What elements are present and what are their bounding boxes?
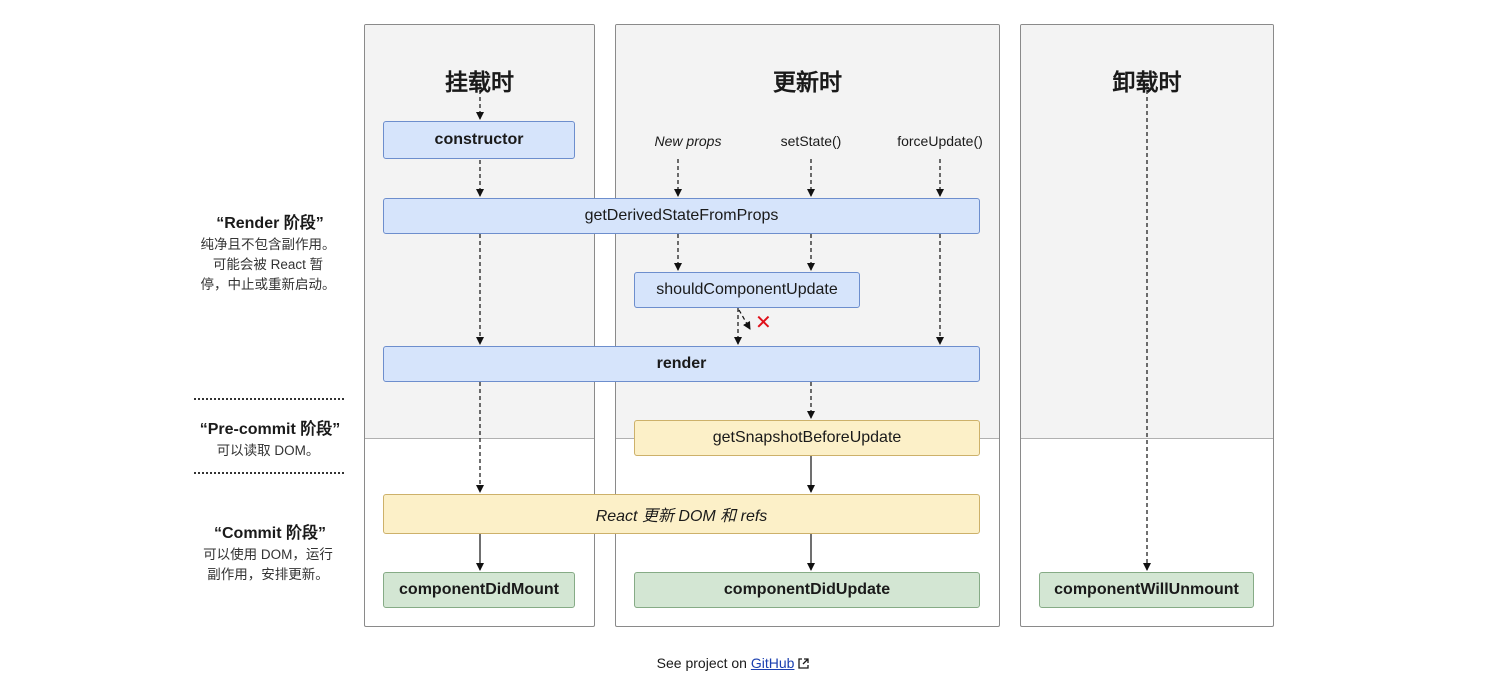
trigger-new-props: New props: [654, 133, 722, 149]
render-phase-desc-line-2: 可能会被 React 暂: [212, 257, 324, 272]
trigger-force-update: forceUpdate(): [897, 133, 983, 149]
update-column-title: 更新时: [773, 69, 842, 95]
render-phase-desc-line-1: 纯净且不包含副作用。: [200, 237, 336, 252]
github-link[interactable]: GitHub: [750, 655, 795, 671]
component-will-unmount-box: componentWillUnmount: [1039, 572, 1254, 608]
component-did-update-box: componentDidUpdate: [634, 572, 980, 608]
constructor-box: constructor: [383, 121, 575, 159]
render-phase-title: “Render 阶段”: [216, 215, 324, 232]
render-box: render: [383, 346, 980, 382]
component-did-mount-box: componentDidMount: [383, 572, 575, 608]
phase-divider-top: [194, 398, 344, 400]
react-update-dom-box: React 更新 DOM 和 refs: [383, 494, 980, 534]
arrow-scu-cancel: [738, 309, 751, 330]
commit-phase-desc-line-2: 副作用，安排更新。: [207, 567, 329, 582]
commit-phase-title: “Commit 阶段”: [213, 525, 326, 542]
render-phase-desc-line-3: 停，中止或重新启动。: [200, 277, 336, 292]
get-derived-state-from-props-box: getDerivedStateFromProps: [383, 198, 980, 234]
trigger-set-state: setState(): [780, 133, 842, 149]
phase-divider-bottom: [194, 472, 344, 474]
external-link-icon: [798, 656, 809, 672]
get-snapshot-before-update-box: getSnapshotBeforeUpdate: [634, 420, 980, 456]
footer: See project on GitHub: [0, 655, 1466, 672]
footer-prefix: See project on: [656, 655, 747, 671]
cancel-icon: ✕: [755, 312, 772, 334]
should-component-update-box: shouldComponentUpdate: [634, 272, 860, 308]
precommit-phase-title: “Pre-commit 阶段”: [199, 421, 341, 438]
commit-phase-desc-line-1: 可以使用 DOM，运行: [203, 547, 333, 562]
precommit-phase-desc: 可以读取 DOM。: [216, 443, 320, 458]
